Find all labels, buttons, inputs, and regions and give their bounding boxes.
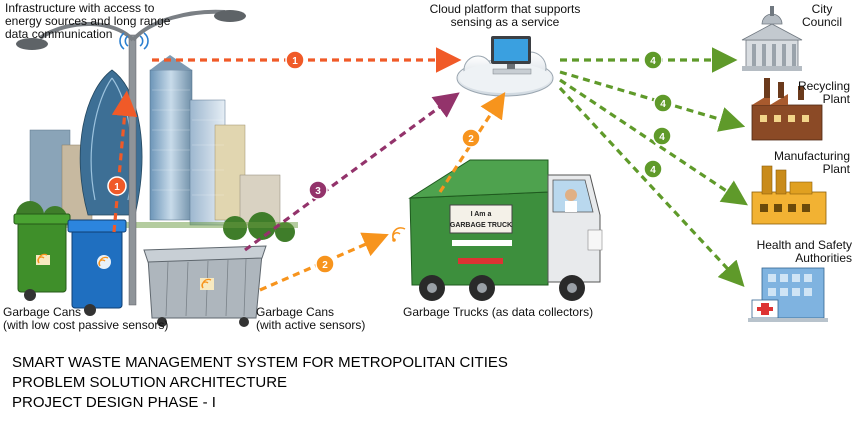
trucks-label: Garbage Trucks (as data collectors)	[403, 305, 594, 319]
arrow-step1-cans-to-pole	[111, 90, 138, 233]
step-badge-1-pole: 1	[107, 176, 127, 196]
city-council-label-line1: City	[811, 2, 833, 16]
cloud-label: Cloud platform that supports sensing as …	[410, 3, 600, 29]
arrow-step4-to-manufacturing	[559, 78, 748, 206]
garbage-cans-passive	[13, 213, 127, 316]
sensor-tag-icon	[97, 255, 111, 269]
svg-text:4: 4	[660, 99, 666, 110]
truck-sign-line2: GARBAGE TRUCK	[450, 222, 512, 229]
health-safety-building	[748, 267, 828, 322]
recycling-label: Recycling Plant	[770, 80, 850, 106]
sensor-signal-icon	[392, 227, 406, 242]
svg-text:3: 3	[315, 186, 321, 197]
garbage-truck: I Am a GARBAGE TRUCK	[392, 159, 603, 301]
cloud-label-line1: Cloud platform that supports	[429, 2, 581, 16]
step-badge-2-truck-to-cloud: 2	[461, 128, 481, 148]
svg-text:2: 2	[468, 134, 474, 145]
step-badge-4-recycling: 4	[653, 93, 673, 113]
arrow-step4-to-health	[558, 86, 745, 288]
lamp-pole	[16, 9, 246, 306]
recycling-plant-building	[751, 78, 823, 141]
health-label-line2: Authorities	[795, 251, 852, 265]
svg-text:1: 1	[292, 56, 298, 67]
infrastructure-label-line2: energy sources and long range	[5, 14, 171, 28]
step-badges: 1 1 2 2 3 4 4 4	[107, 50, 673, 274]
signal-icon	[119, 32, 149, 50]
arrow-step4-to-recycling	[559, 70, 746, 132]
footer-line2: PROBLEM SOLUTION ARCHITECTURE	[12, 374, 288, 391]
garbage-cans-active	[143, 245, 267, 327]
step-badge-3: 3	[308, 180, 328, 200]
svg-text:1: 1	[114, 182, 120, 193]
cloud-label-line2: sensing as a service	[450, 15, 560, 29]
cans-active-label-line1: Garbage Cans	[256, 305, 335, 319]
svg-text:4: 4	[650, 56, 656, 67]
cans-passive-label: Garbage Cans (with low cost passive sens…	[3, 306, 168, 332]
health-label: Health and Safety Authorities	[730, 239, 852, 265]
footer-title: SMART WASTE MANAGEMENT SYSTEM FOR METROP…	[12, 353, 508, 413]
cans-active-label: Garbage Cans (with active sensors)	[256, 306, 365, 332]
svg-text:4: 4	[650, 165, 656, 176]
city-council-label: City Council	[792, 3, 852, 29]
svg-text:4: 4	[659, 132, 665, 143]
cans-passive-label-line2: (with low cost passive sensors)	[3, 318, 169, 332]
sensor-tag-icon	[200, 278, 214, 290]
truck-sign-line1: I Am a	[471, 211, 492, 218]
footer-line1: SMART WASTE MANAGEMENT SYSTEM FOR METROP…	[12, 354, 508, 371]
sensor-tag-icon	[36, 253, 50, 265]
step-badge-4-manufacturing: 4	[652, 126, 672, 146]
computer-icon	[491, 36, 532, 75]
manufacturing-label-line1: Manufacturing	[773, 149, 850, 163]
cans-active-label-line2: (with active sensors)	[256, 318, 366, 332]
svg-text:2: 2	[322, 260, 328, 271]
footer-line3: PROJECT DESIGN PHASE - I	[12, 394, 216, 411]
recycling-label-line1: Recycling	[797, 79, 850, 93]
step-badge-4-council: 4	[643, 50, 663, 70]
manufacturing-label-line2: Plant	[822, 162, 850, 176]
manufacturing-label: Manufacturing Plant	[752, 150, 850, 176]
recycling-label-line2: Plant	[822, 92, 850, 106]
city-council-building	[741, 6, 803, 71]
step-badge-2-to-truck: 2	[315, 254, 335, 274]
cloud-platform	[456, 36, 554, 97]
manufacturing-plant-building	[751, 165, 827, 225]
infrastructure-label: Infrastructure with access to energy sou…	[5, 2, 170, 41]
infrastructure-label-line1: Infrastructure with access to	[5, 1, 155, 15]
health-label-line1: Health and Safety	[756, 238, 852, 252]
city-skyline	[16, 55, 298, 242]
cans-passive-label-line1: Garbage Cans	[3, 305, 82, 319]
infrastructure-label-line3: data communication	[5, 27, 113, 41]
step-badge-1-top: 1	[285, 50, 305, 70]
step-badge-4-health: 4	[643, 159, 663, 179]
city-council-label-line2: Council	[801, 15, 843, 29]
arrow-step3-to-cloud	[244, 92, 460, 252]
